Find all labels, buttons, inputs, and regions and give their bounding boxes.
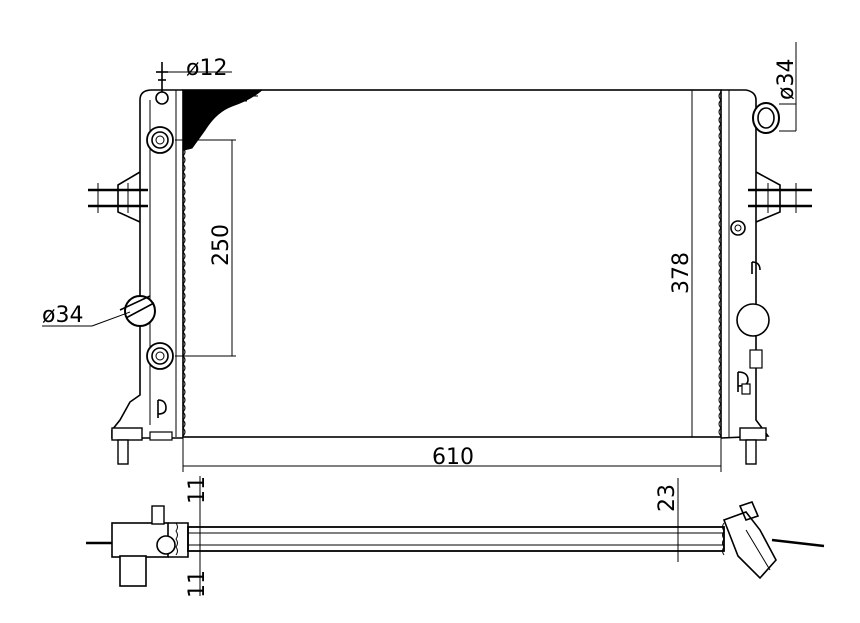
bottom-left-fittings xyxy=(86,505,189,587)
left-upper-fitting xyxy=(146,126,174,154)
label-inlet-diameter: ø34 xyxy=(42,303,83,328)
label-offset-top: 11 xyxy=(185,476,210,504)
label-core-width: 610 xyxy=(432,445,474,470)
core-fin-edge-right xyxy=(718,91,722,437)
right-mounting-foot xyxy=(739,427,767,465)
right-tank xyxy=(720,89,770,439)
left-tank xyxy=(111,89,183,439)
left-mounting-foot xyxy=(111,427,173,465)
label-core-height: 378 xyxy=(669,252,694,294)
right-outlet-pipe xyxy=(752,42,797,134)
core-side-profile xyxy=(187,526,725,552)
right-mounting-bracket xyxy=(748,171,812,223)
left-mounting-bracket xyxy=(88,171,148,223)
bottom-right-fittings xyxy=(722,501,825,580)
label-outlet-diameter: ø34 xyxy=(774,59,799,100)
label-pipe-top-diameter: ø12 xyxy=(186,56,227,81)
drain-plug xyxy=(157,399,167,418)
left-tank-shading xyxy=(183,89,264,151)
left-lower-fitting xyxy=(146,342,174,370)
shading-hatch xyxy=(190,95,258,107)
label-offset-bottom: 11 xyxy=(185,570,210,598)
radiator-front-view: ø12 ø34 ø34 250 378 610 xyxy=(42,42,812,472)
dimension-core-width xyxy=(182,437,722,472)
label-core-thickness: 23 xyxy=(655,484,680,512)
label-port-spacing: 250 xyxy=(209,224,234,266)
right-level-sensor xyxy=(736,303,770,395)
left-inlet-pipe xyxy=(42,295,156,327)
bleed-nipple xyxy=(155,62,232,105)
right-small-fitting xyxy=(730,220,761,274)
dimension-port-spacing xyxy=(175,139,236,357)
radiator-core xyxy=(182,89,722,438)
dimension-offsets xyxy=(196,476,206,596)
radiator-bottom-view: 11 11 23 xyxy=(86,476,825,598)
